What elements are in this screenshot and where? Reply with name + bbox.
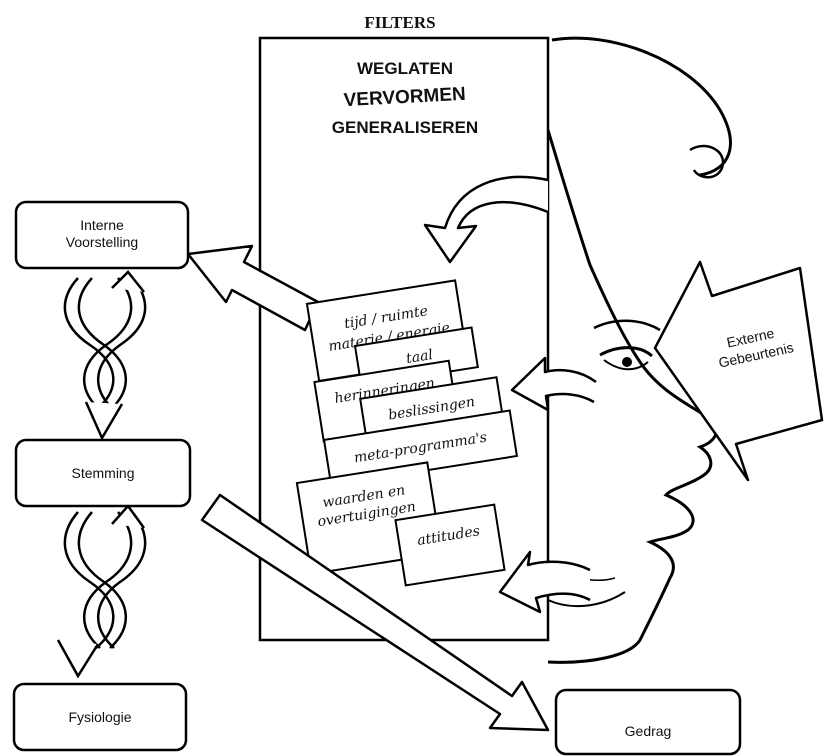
loop-stemming-fysiologie: [58, 506, 145, 676]
interne-voorstelling-box: Interne Voorstelling: [16, 202, 188, 268]
interne-voorstelling-line2: Voorstelling: [66, 234, 138, 250]
card-attitudes: attitudes: [395, 505, 504, 586]
fysiologie-box: Fysiologie: [14, 684, 186, 750]
filter-weglaten: WEGLATEN: [357, 59, 453, 78]
interne-voorstelling-line1: Interne: [80, 217, 124, 233]
fysiologie-label: Fysiologie: [68, 709, 131, 725]
loop-voorstelling-stemming: [65, 272, 145, 438]
stemming-box: Stemming: [16, 440, 190, 506]
filter-generaliseren: GENERALISEREN: [332, 118, 478, 137]
filters-title: FILTERS: [364, 13, 435, 32]
gedrag-box: Gedrag: [556, 690, 740, 754]
stemming-label: Stemming: [71, 465, 134, 481]
gedrag-label: Gedrag: [625, 723, 672, 739]
